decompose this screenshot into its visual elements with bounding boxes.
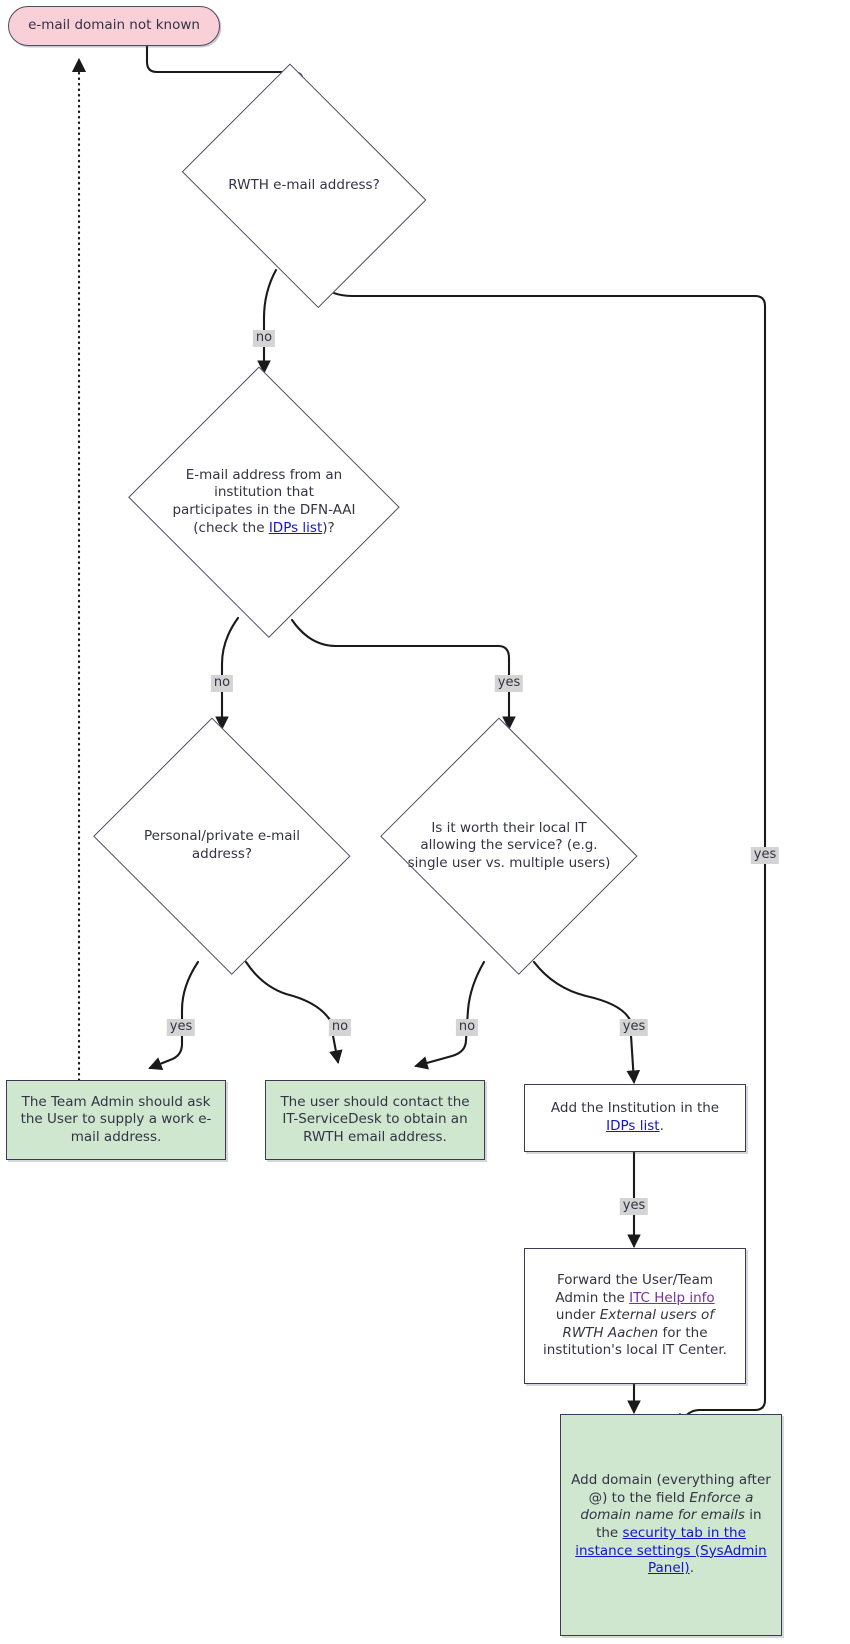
edge-label-personal-yes: yes [166, 1019, 196, 1037]
edge-label-worth-yes: yes [619, 1019, 649, 1037]
forward-emphasis: External users of RWTH Aachen [562, 1307, 715, 1341]
node-decision-dfn-aai-label: E-mail address from an institution that … [155, 467, 373, 537]
forward-seg-1: Forward the User/Team Admin the [555, 1272, 714, 1306]
edge-label-personal-no: no [328, 1019, 352, 1037]
node-action-team-admin-ask-work-email[interactable]: The Team Admin should ask the User to su… [6, 1080, 226, 1160]
add-institution-prefix: Add the Institution in the [550, 1100, 720, 1117]
edge-personal-yes-to-teamadmin [148, 960, 200, 1071]
node-start-label: e-mail domain not known [28, 17, 200, 34]
forward-seg-3: for the institution's local IT Center. [543, 1324, 727, 1359]
node-decision-worth-local-it-label: Is it worth their local IT allowing the … [407, 819, 611, 871]
forward-seg-2: under [555, 1307, 600, 1324]
edge-label-dfn-no: no [210, 675, 234, 693]
add-institution-suffix: . [659, 1118, 664, 1134]
node-decision-worth-local-it[interactable]: Is it worth their local IT allowing the … [371, 717, 647, 975]
node-decision-rwth-email-label: RWTH e-mail address? [228, 177, 380, 194]
node-decision-rwth-email[interactable]: RWTH e-mail address? [168, 63, 440, 309]
node-action-add-institution-text: Add the Institution in the IDPs list. [535, 1100, 735, 1135]
node-decision-dfn-aai[interactable]: E-mail address from an institution that … [124, 366, 404, 638]
security-tab-link[interactable]: security tab in the instance settings (S… [575, 1525, 767, 1577]
edge-label-addinst-yes: yes [619, 1198, 649, 1216]
edge-dfn-no-to-personal [215, 616, 240, 731]
itc-help-info-link[interactable]: ITC Help info [629, 1289, 715, 1306]
node-action-contact-servicedesk[interactable]: The user should contact the IT-ServiceDe… [265, 1080, 485, 1160]
adddomain-emphasis: Enforce a domain name for emails [580, 1489, 754, 1524]
node-start[interactable]: e-mail domain not known [8, 6, 220, 46]
dfn-line-4-prefix: (check the [193, 519, 269, 536]
node-action-add-domain[interactable]: Add domain (everything after @) to the f… [560, 1414, 782, 1636]
node-decision-personal-email-label: Personal/private e-mail address? [143, 828, 301, 862]
edge-label-worth-no: no [455, 1019, 479, 1037]
idps-list-link[interactable]: IDPs list [606, 1118, 660, 1134]
dfn-line-2: institution that [214, 484, 314, 501]
edge-label-rwth-yes: yes [750, 847, 780, 865]
node-action-add-institution[interactable]: Add the Institution in the IDPs list. [524, 1084, 746, 1152]
adddomain-seg-1: Add domain (everything after @) to the f… [571, 1472, 771, 1506]
node-decision-personal-email[interactable]: Personal/private e-mail address? [84, 717, 360, 975]
dfn-line-1: E-mail address from an [185, 466, 343, 483]
edge-worth-no-to-servicedesk [414, 960, 486, 1070]
node-action-servicedesk-label: The user should contact the IT-ServiceDe… [280, 1093, 470, 1145]
node-action-forward-text: Forward the User/Team Admin the ITC Help… [535, 1272, 735, 1360]
adddomain-seg-2: in the [596, 1507, 762, 1541]
node-action-forward-itc-help[interactable]: Forward the User/Team Admin the ITC Help… [524, 1248, 746, 1384]
edge-personal-no-to-servicedesk [244, 960, 343, 1065]
node-action-add-domain-text: Add domain (everything after @) to the f… [571, 1472, 771, 1577]
idps-list-link[interactable]: IDPs list [268, 519, 323, 536]
dfn-line-4-suffix: )? [322, 519, 335, 536]
node-action-team-admin-label: The Team Admin should ask the User to su… [20, 1093, 212, 1145]
adddomain-seg-3: . [689, 1560, 694, 1577]
edge-dfn-yes-to-worth [290, 618, 516, 731]
edge-label-dfn-yes: yes [494, 675, 524, 693]
edge-label-rwth-no: no [252, 330, 276, 348]
dfn-line-3: participates in the DFN-AAI [172, 502, 356, 518]
